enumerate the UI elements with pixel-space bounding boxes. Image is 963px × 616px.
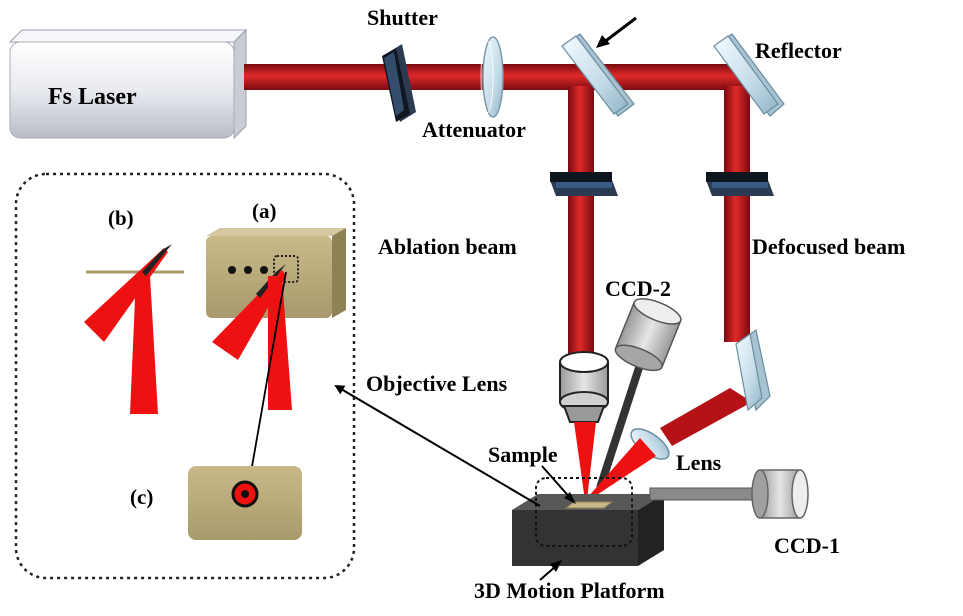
inset-a-diagram	[206, 228, 346, 480]
lower-reflector-mirror	[735, 328, 771, 412]
sample-label: Sample	[488, 442, 558, 467]
ccd1-camera	[649, 469, 809, 519]
fs-laser-box: Fs Laser	[8, 28, 248, 140]
shutter-label: Shutter	[367, 5, 438, 30]
defocused-beam-label: Defocused beam	[752, 234, 905, 259]
zoom-arrow	[334, 384, 541, 507]
shutter	[382, 44, 416, 122]
lens-label: Lens	[676, 450, 722, 475]
ablation-beam-label: Ablation beam	[378, 234, 517, 259]
ablation-filter	[550, 172, 618, 196]
inset-a-label: (a)	[252, 199, 277, 223]
defocused-filter	[706, 172, 774, 196]
ccd2-label: CCD-2	[605, 276, 671, 301]
motion-platform	[512, 494, 664, 566]
sample-pointer	[541, 465, 573, 501]
sample-pointer-head	[564, 492, 576, 504]
focused-cone	[574, 422, 596, 508]
attenuator-label: Attenuator	[422, 117, 526, 142]
reflector-label: Reflector	[755, 38, 842, 63]
inset-c-diagram	[188, 466, 302, 540]
inset-panel	[14, 172, 356, 580]
objective-lens-label: Objective Lens	[366, 371, 508, 396]
ccd1-label: CCD-1	[774, 533, 840, 558]
platform-label: 3D Motion Platform	[474, 578, 665, 603]
fs-laser-label: Fs Laser	[48, 84, 137, 110]
pointer-arrow	[596, 16, 637, 48]
reflector-mirror	[713, 33, 785, 117]
objective-lens	[559, 351, 609, 423]
attenuator	[480, 36, 504, 118]
inset-b-label: (b)	[108, 206, 134, 230]
platform-pointer-head	[550, 560, 562, 572]
inset-b-diagram	[84, 244, 184, 414]
oblique-cone	[580, 438, 656, 506]
ccd2-camera	[596, 298, 682, 490]
sample-zoom-box	[535, 477, 633, 547]
beam-splitter-mirror	[561, 33, 635, 117]
inset-c-label: (c)	[130, 485, 153, 509]
